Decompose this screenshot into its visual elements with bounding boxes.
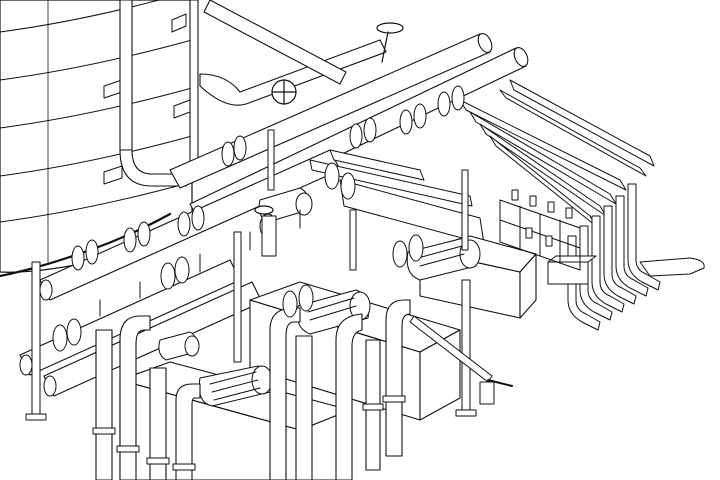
valve-icon <box>52 318 82 352</box>
valve-icon <box>437 85 465 117</box>
valve-icon <box>123 221 151 253</box>
valve-icon <box>324 162 356 200</box>
pump-motors <box>158 187 481 407</box>
handwheels <box>254 22 404 215</box>
valve-icon <box>221 135 247 167</box>
tank-bracket-icon <box>103 13 191 185</box>
pump-icon <box>406 237 481 281</box>
handwheel-icon <box>271 79 297 105</box>
vertical-drop-pipes <box>92 299 411 480</box>
instrument-rack <box>499 189 581 271</box>
feed-headers <box>309 79 655 245</box>
pipe-support-icon <box>349 209 357 271</box>
valve-icon <box>282 284 314 318</box>
valves <box>19 85 465 397</box>
pipe-support-icon <box>25 261 47 421</box>
valve-icon <box>71 239 99 271</box>
pipe-support-icon <box>233 231 242 363</box>
pump-icon <box>158 331 200 361</box>
pipe-support-icon <box>267 129 275 191</box>
right-drop-pipes <box>547 183 705 331</box>
handwheel-icon <box>376 22 404 63</box>
valve-icon <box>392 234 424 268</box>
storage-tank <box>0 0 193 278</box>
valve-icon <box>399 103 427 135</box>
pipe-support-icon <box>455 279 477 417</box>
valve-icon <box>160 256 190 290</box>
handwheel-icon <box>254 205 274 215</box>
pipe-supports <box>25 129 513 421</box>
pipe-support-icon <box>461 169 469 251</box>
valve-icon <box>177 205 205 237</box>
valve-icon <box>349 117 377 149</box>
couplings <box>99 209 301 317</box>
